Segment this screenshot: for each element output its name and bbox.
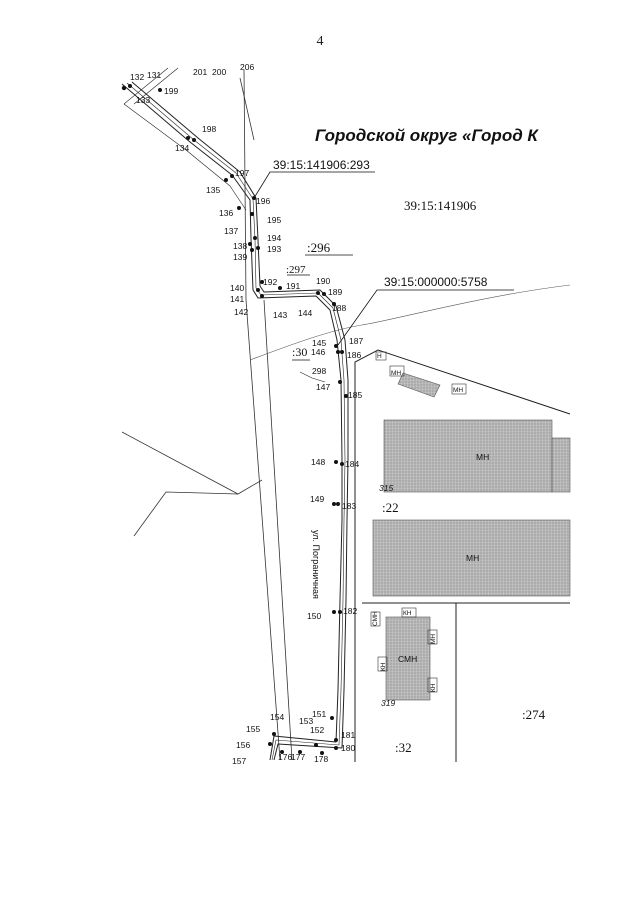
parcel-label-298: 298: [312, 366, 326, 376]
quarter-label: 39:15:141906: [404, 198, 477, 213]
route-corridor: [121, 67, 349, 761]
point-label: 192: [263, 277, 277, 287]
page-number: 4: [316, 34, 324, 49]
district-title: Городской округ «Город К: [315, 126, 539, 145]
contour-line: [249, 284, 571, 361]
point-label: 145: [312, 338, 326, 348]
building-label-kn-3: КН: [380, 662, 387, 671]
point-label: 196: [256, 196, 270, 206]
point-label: 148: [311, 457, 325, 467]
leader-lines: [253, 171, 514, 361]
building-label-kn-2: КН: [430, 683, 437, 692]
number-label-315: 315: [379, 483, 393, 493]
building-label-mn-small-3: МН: [430, 634, 437, 644]
point-label: 199: [164, 86, 178, 96]
building-label-smn-small: СМН: [372, 611, 379, 626]
point-label: 144: [298, 308, 312, 318]
point-label: 151: [312, 709, 326, 719]
building-mn-1: [383, 419, 553, 493]
point-labels-left: 132 131 133 199 201 200 206 198 134 197 …: [130, 62, 346, 320]
parcel-label-274: :274: [522, 707, 546, 722]
building-mn-2: [372, 519, 571, 597]
point-label: 189: [328, 287, 342, 297]
point-label: 146: [311, 347, 325, 357]
point-label: 182: [343, 606, 357, 616]
point-label: 193: [267, 244, 281, 254]
point-label: 206: [240, 62, 254, 72]
cadastral-label-293: 39:15:141906:293: [273, 158, 370, 172]
point-label: 133: [136, 95, 150, 105]
cadastral-label-5758: 39:15:000000:5758: [384, 275, 488, 289]
point-label: 143: [273, 310, 287, 320]
point-label: 137: [224, 226, 238, 236]
parcel-label-32: :32: [395, 740, 412, 755]
point-label: 131: [147, 70, 161, 80]
point-label: 138: [233, 241, 247, 251]
background-lines: [121, 69, 293, 761]
point-label: 141: [230, 294, 244, 304]
building-label-mn-small-1: МН: [391, 370, 401, 377]
point-markers: [121, 84, 348, 755]
point-label: 155: [246, 724, 260, 734]
point-label: 186: [347, 350, 361, 360]
building-label-mn-small-2: МН: [453, 387, 463, 394]
point-label: 156: [236, 740, 250, 750]
point-label: 147: [316, 382, 330, 392]
point-label: 136: [219, 208, 233, 218]
point-label: 180: [341, 743, 355, 753]
point-labels-right: 145 187 146 186 147 185 148 184 149 183 …: [232, 336, 363, 766]
point-label: 142: [234, 307, 248, 317]
point-label: 152: [310, 725, 324, 735]
point-label: 153: [299, 716, 313, 726]
point-label: 176: [278, 752, 292, 762]
point-label: 185: [348, 390, 362, 400]
buildings: [370, 351, 571, 701]
point-label: 178: [314, 754, 328, 764]
building-label-kn-1: КН: [403, 610, 412, 617]
parcel-label-296: :296: [307, 240, 331, 255]
point-label: 184: [345, 459, 359, 469]
parcel-label-297: :297: [286, 264, 306, 276]
parcel-label-30: :30: [292, 345, 307, 359]
point-label: 177: [291, 752, 305, 762]
point-label: 198: [202, 124, 216, 134]
building-label-smn: СМН: [398, 654, 417, 664]
point-label: 197: [235, 168, 249, 178]
point-label: 150: [307, 611, 321, 621]
point-label: 140: [230, 283, 244, 293]
point-label: 188: [332, 303, 346, 313]
building-label-mn-2: МН: [466, 553, 479, 563]
point-label: 154: [270, 712, 284, 722]
point-label: 181: [341, 730, 355, 740]
point-label: 135: [206, 185, 220, 195]
point-label: 132: [130, 72, 144, 82]
point-label: 134: [175, 143, 189, 153]
building-small: [397, 372, 441, 398]
point-label: 157: [232, 756, 246, 766]
number-label-319: 319: [381, 698, 395, 708]
point-label: 149: [310, 494, 324, 504]
parcel-label-22: :22: [382, 500, 399, 515]
point-label: 139: [233, 252, 247, 262]
point-label: 191: [286, 281, 300, 291]
point-label: 194: [267, 233, 281, 243]
building-label-mn-1: МН: [476, 452, 489, 462]
point-label: 200: [212, 67, 226, 77]
point-label: 183: [342, 501, 356, 511]
point-label: 201: [193, 67, 207, 77]
block-boundaries: [354, 349, 571, 762]
point-label: 190: [316, 276, 330, 286]
building-smn: [385, 616, 431, 701]
building-label-n: Н: [377, 353, 382, 360]
point-label: 195: [267, 215, 281, 225]
street-label: ул. Пограничная: [311, 530, 321, 599]
point-label: 187: [349, 336, 363, 346]
